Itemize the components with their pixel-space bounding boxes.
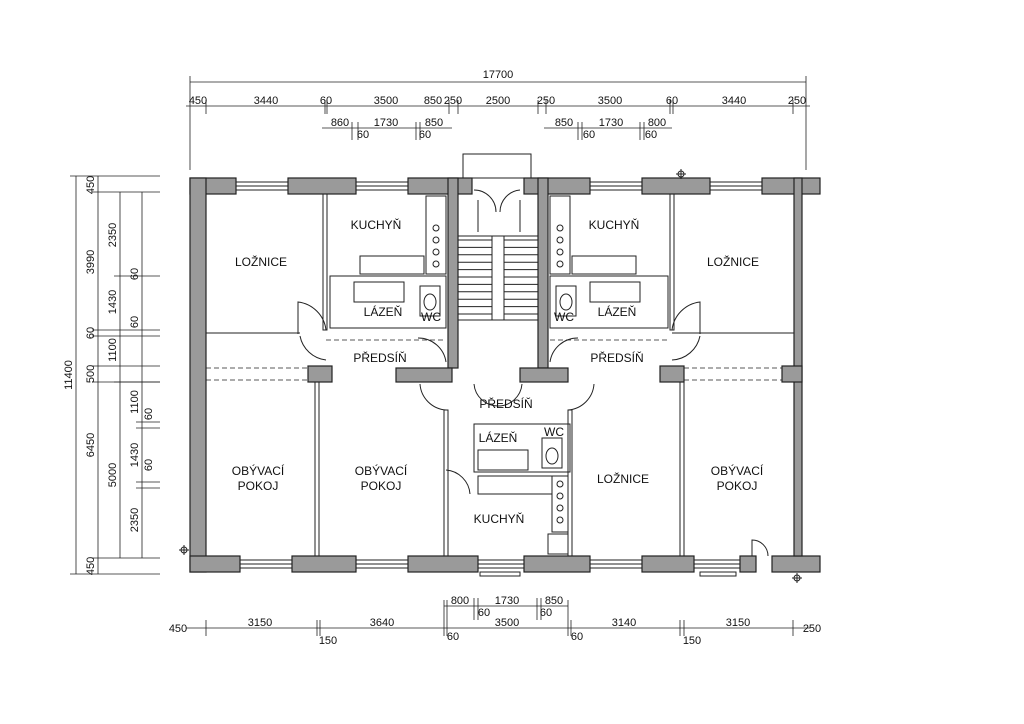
dim-bottom-3: 3500 [495,617,519,629]
dim-top-total: 17700 [483,69,514,81]
center-bathroom [473,423,571,555]
dim-top2s-0: 60 [357,129,369,141]
dim-left3-2: 1100 [129,390,141,414]
dim-top-7: 250 [537,95,555,107]
dim-bottom-1: 3150 [248,617,272,629]
dim-bottom2-2: 850 [545,595,563,607]
dim-left2-2: 1100 [107,338,119,362]
room-lazen-center: LÁZEŇ [479,430,518,445]
dim-top2-2: 850 [425,117,443,129]
dim-left1-5: 450 [85,557,97,575]
room-lazen-right: LÁZEŇ [598,304,637,319]
dim-top-8: 3500 [598,95,622,107]
room-predsin-left: PŘEDSÍŇ [353,350,406,365]
room-kuchyn-left: KUCHYŇ [351,217,402,232]
dim-bottom2s-1: 60 [540,607,552,619]
dim-bottom-2: 3640 [370,617,394,629]
survey-markers [179,169,802,583]
room-predsin-right: PŘEDSÍŇ [590,350,643,365]
dim-top2-0: 860 [331,117,349,129]
interior-walls [206,177,803,557]
dim-bottoms-2: 60 [571,631,583,643]
room-kuchyn-center: KUCHYŇ [474,511,525,526]
dim-bottoms-1: 60 [447,631,459,643]
dim-left3s-1: 60 [143,459,155,471]
doors [297,301,769,557]
room-obyvaci-left-2: POKOJ [238,479,279,493]
staircase [457,189,539,321]
dim-top2s-3: 60 [645,129,657,141]
top-dimensions: 17700 450 3440 60 3500 850 250 2500 250 … [186,69,810,170]
dim-top-2: 60 [320,95,332,107]
dim-top2-3: 850 [555,117,573,129]
dim-top-3: 3500 [374,95,398,107]
dim-left1-1: 3990 [85,250,97,274]
dim-top-9: 60 [666,95,678,107]
dim-left3s-0: 60 [143,408,155,420]
room-kuchyn-right: KUCHYŇ [589,217,640,232]
room-lazen-left: LÁZEŇ [364,304,403,319]
left-dimensions: 11400 450 3990 60 500 6450 450 2350 1430… [63,175,160,575]
dim-top-4: 850 [424,95,442,107]
dim-left2-3: 5000 [107,463,119,487]
dim-left3-3: 1430 [129,443,141,467]
dim-top-0: 450 [189,95,207,107]
dim-left-total: 11400 [63,360,75,390]
dim-left3-4: 2350 [129,508,141,532]
dim-bottom2-1: 1730 [495,595,519,607]
bottom-dimensions: 450 3150 3640 3500 3140 3150 250 150 60 … [169,595,821,647]
room-wc-left: WC [421,310,441,324]
dim-bottoms-0: 150 [319,635,337,647]
room-predsin-center: PŘEDSÍŇ [479,396,532,411]
room-loznice-right: LOŽNICE [707,254,759,269]
dim-left1-2: 60 [85,327,97,339]
left-kitchen [329,195,447,329]
dim-bottom-4: 3140 [612,617,636,629]
room-obyvaci-mid-1: OBÝVACÍ [355,463,408,478]
dim-top2-5: 800 [648,117,666,129]
dim-left3-1: 60 [129,316,141,328]
dim-bottom2-0: 800 [451,595,469,607]
dim-top2s-2: 60 [583,129,595,141]
dim-bottoms-3: 150 [683,635,701,647]
room-loznice-center: LOŽNICE [597,471,649,486]
dim-top2-4: 1730 [599,117,623,129]
dim-top2-1: 1730 [374,117,398,129]
room-obyvaci-mid-2: POKOJ [361,479,402,493]
dim-bottom2s-0: 60 [478,607,490,619]
dim-top-10: 3440 [722,95,746,107]
room-wc-right: WC [554,310,574,324]
dim-bottom-5: 3150 [726,617,750,629]
dim-top-1: 3440 [254,95,278,107]
dim-bottom-0: 450 [169,623,187,635]
room-obyvaci-right-2: POKOJ [717,479,758,493]
room-obyvaci-right-1: OBÝVACÍ [711,463,764,478]
dim-left1-0: 450 [85,176,97,194]
dim-left1-4: 6450 [85,433,97,457]
dim-top-6: 2500 [486,95,510,107]
dim-left2-1: 1430 [107,290,119,314]
dim-top2s-1: 60 [419,129,431,141]
dim-top-11: 250 [788,95,806,107]
dim-left3-0: 60 [129,268,141,280]
dim-top-5: 250 [444,95,462,107]
room-wc-center: WC [544,425,564,439]
dim-left2-0: 2350 [107,223,119,247]
room-obyvaci-left-1: OBÝVACÍ [232,463,285,478]
dim-left1-3: 500 [85,365,97,383]
right-kitchen [549,195,669,329]
dim-bottom-6: 250 [803,623,821,635]
room-labels: LOŽNICE KUCHYŇ LÁZEŇ WC PŘEDSÍŇ OBÝVACÍ … [232,217,764,526]
room-loznice-left: LOŽNICE [235,254,287,269]
